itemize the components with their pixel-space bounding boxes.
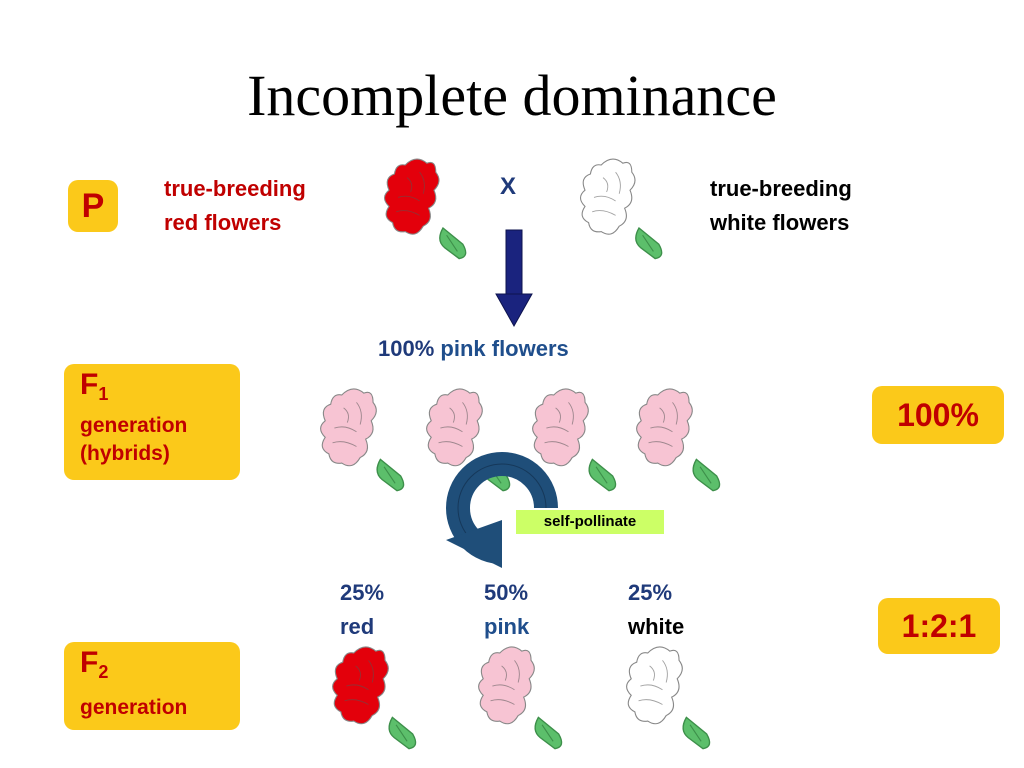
f2-red-pct: 25% [340,580,385,605]
white-parent-line2: white flowers [710,210,850,235]
f2-label: F [80,646,99,679]
p-label-box: P [68,180,118,232]
f1-ratio-box: 100% [872,386,1004,444]
f2-ratio: 1:2:1 [901,608,977,644]
f1-pink-flower-1 [319,388,405,492]
cross-symbol: X [500,173,517,200]
f1-label-box: F1 generation (hybrids) [64,364,240,480]
f2-ratio-box: 1:2:1 [878,598,1000,654]
p-label: P [81,187,105,225]
f2-red-text: red [340,614,375,639]
f2-pink-flower [477,646,563,750]
red-parent-line1: true-breeding [164,176,306,201]
f2-white-flower [625,646,711,750]
f2-subscript: 2 [98,662,109,682]
f2-pink-text: pink [484,614,530,639]
f1-result-text: pink flowers [440,336,569,361]
f1-result-pct: 100% [378,336,435,361]
f2-white-pct: 25% [628,580,673,605]
down-arrow [495,229,533,328]
f2-white-text: white [628,614,685,639]
self-pollinate-cycle-arrow [446,452,558,568]
f1-generation-text: generation [80,414,188,437]
f2-generation-text: generation [80,696,188,719]
f2-red-flower [331,646,417,750]
f2-pink-label: 50% pink [484,576,529,644]
f2-white-label: 25% white [628,576,684,644]
f1-result: 100% pink flowers [378,332,569,366]
white-parent-flower [579,158,663,260]
f2-label-box: F2 generation [64,642,240,730]
f2-red-label: 25% red [340,576,384,644]
f1-ratio: 100% [897,397,979,433]
white-parent-line1: true-breeding [710,176,852,201]
slide-title: Incomplete dominance [247,63,777,128]
f1-hybrids-text: (hybrids) [80,442,170,465]
white-parent-label: true-breeding white flowers [710,172,852,240]
f1-label: F [80,368,99,401]
red-parent-line2: red flowers [164,210,282,235]
f2-pink-pct: 50% [484,580,529,605]
red-parent-label: true-breeding red flowers [164,172,306,240]
red-parent-flower [383,158,467,260]
f1-subscript: 1 [98,384,109,404]
f1-pink-flower-4 [635,388,721,492]
self-pollinate-tag: self-pollinate [516,510,664,534]
